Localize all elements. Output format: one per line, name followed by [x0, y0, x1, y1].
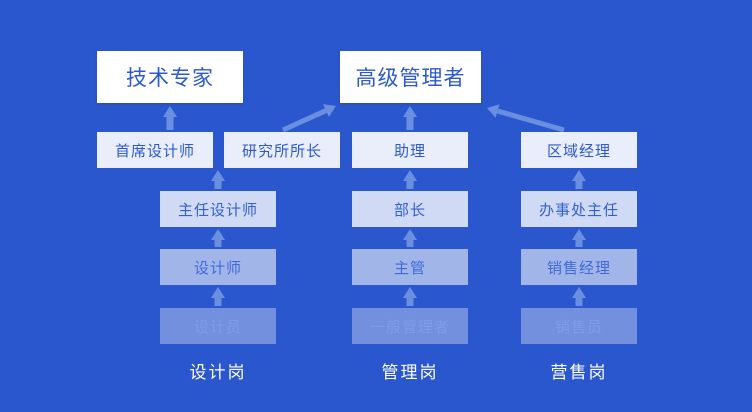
track-label-sales: 营售岗 [550, 363, 608, 382]
node-sales-manager[interactable]: 销售经理 [521, 249, 637, 285]
node-assistant[interactable]: 助理 [352, 132, 468, 168]
arrow-junior-designer-to-designer [211, 287, 225, 306]
arrow-supervisor-to-department-head [403, 229, 417, 247]
node-department-head[interactable]: 部长 [352, 191, 468, 227]
node-supervisor[interactable]: 主管 [352, 249, 468, 285]
arrow-designer-to-lead-designer [211, 229, 225, 247]
track-label-design: 设计岗 [189, 363, 247, 382]
arrow-institute-director-to-senior-mgr [281, 104, 336, 133]
node-senior-manager[interactable]: 高级管理者 [340, 51, 481, 103]
arrow-office-director-to-regional-mgr [572, 170, 586, 189]
arrow-sales-manager-to-office-director [572, 229, 586, 247]
node-general-manager[interactable]: 一般管理者 [352, 308, 468, 344]
node-salesperson[interactable]: 销售员 [521, 308, 637, 344]
node-tech-expert[interactable]: 技术专家 [97, 51, 243, 103]
node-chief-designer[interactable]: 首席设计师 [97, 132, 213, 168]
track-label-management: 管理岗 [381, 363, 439, 382]
arrow-salesperson-to-sales-manager [572, 287, 586, 306]
arrow-department-head-to-assistant [403, 170, 417, 189]
arrow-chief-designer-to-tech-expert [163, 106, 177, 130]
node-designer[interactable]: 设计师 [160, 249, 276, 285]
arrow-lead-designer-to-chief-designer [211, 170, 225, 189]
arrow-assistant-to-senior-manager [403, 106, 417, 130]
node-institute-director[interactable]: 研究所所长 [224, 132, 340, 168]
node-office-director[interactable]: 办事处主任 [521, 191, 637, 227]
node-junior-designer[interactable]: 设计员 [160, 308, 276, 344]
arrow-general-manager-to-supervisor [403, 287, 417, 306]
node-regional-manager[interactable]: 区域经理 [521, 132, 637, 168]
arrow-regional-manager-to-senior-manager [487, 104, 565, 133]
node-lead-designer[interactable]: 主任设计师 [160, 191, 276, 227]
